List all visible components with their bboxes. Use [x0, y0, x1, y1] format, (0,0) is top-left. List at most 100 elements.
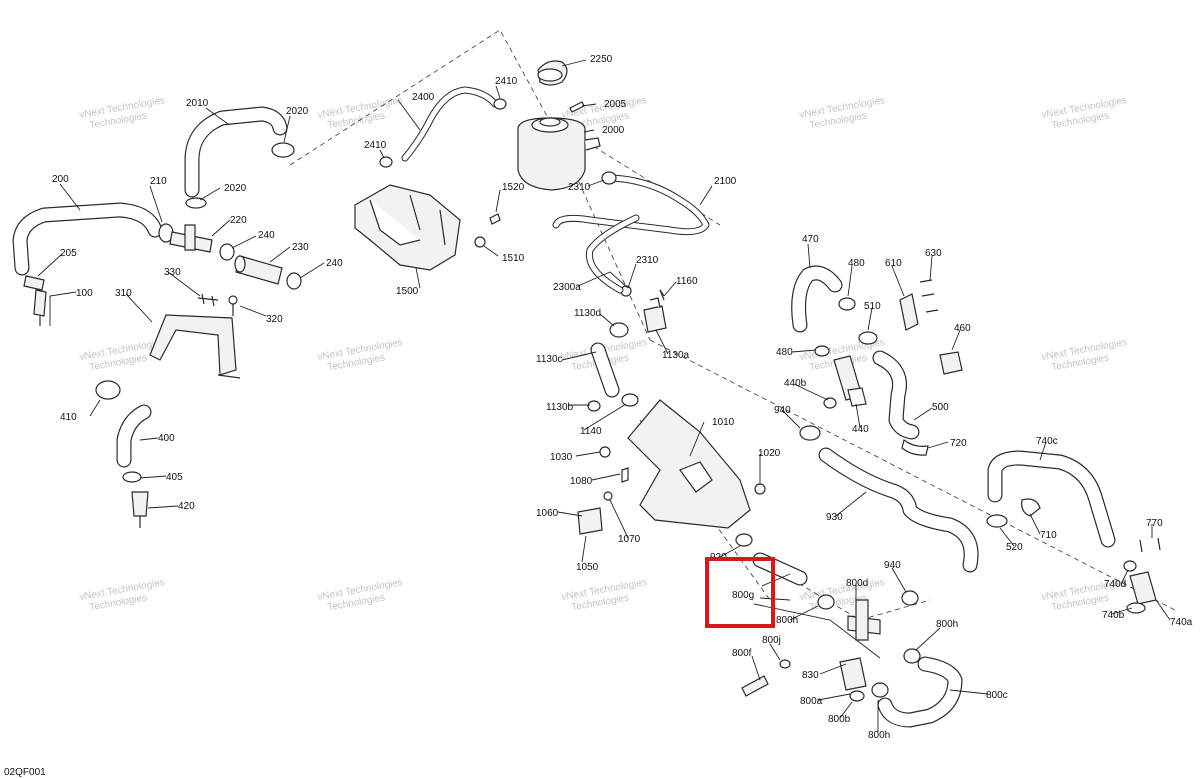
- label-800h-left: 800h: [776, 615, 798, 626]
- part-740c-hose[interactable]: [987, 450, 1116, 548]
- label-1070: 1070: [618, 534, 641, 545]
- label-1130a: 1130a: [662, 350, 690, 361]
- label-720: 720: [950, 438, 967, 449]
- label-510: 510: [864, 301, 881, 312]
- part-800d-tee[interactable]: [847, 599, 881, 641]
- label-800c: 800c: [986, 690, 1008, 701]
- label-205: 205: [60, 248, 77, 259]
- part-710-clamp[interactable]: [1021, 498, 1041, 517]
- part-800h-clamps[interactable]: [817, 594, 921, 698]
- label-800g: 800g: [732, 590, 754, 601]
- label-1500: 1500: [396, 286, 419, 297]
- label-410: 410: [60, 412, 77, 423]
- part-405-clamp[interactable]: [122, 471, 142, 483]
- part-1140-clamp[interactable]: [621, 393, 639, 407]
- label-220: 220: [230, 215, 247, 226]
- label-420: 420: [178, 501, 195, 512]
- part-1080-bolt[interactable]: [621, 467, 629, 483]
- part-2020-clamps[interactable]: [185, 142, 295, 209]
- part-1520-bolt[interactable]: [489, 213, 501, 225]
- part-720-clamp[interactable]: [901, 438, 929, 456]
- assembly-lines: [289, 29, 1176, 621]
- label-440: 440: [852, 424, 869, 435]
- label-2410-top: 2410: [495, 76, 518, 87]
- label-320: 320: [266, 314, 283, 325]
- part-1020-nut[interactable]: [754, 483, 766, 495]
- part-480-clamps[interactable]: [814, 297, 856, 357]
- part-310-bracket[interactable]: [149, 314, 241, 379]
- part-1130c-hose[interactable]: [590, 342, 620, 398]
- part-1070-washer[interactable]: [603, 491, 613, 501]
- part-940-clamps[interactable]: [799, 425, 919, 606]
- part-1510-nut[interactable]: [474, 236, 486, 248]
- part-410-clamp[interactable]: [95, 380, 121, 400]
- part-630-bolts[interactable]: [919, 279, 939, 313]
- part-740d-oring[interactable]: [1123, 560, 1137, 572]
- part-2000-expansion-tank[interactable]: [517, 117, 601, 191]
- part-740b-oring[interactable]: [1126, 602, 1146, 614]
- part-470-hose[interactable]: [791, 265, 843, 333]
- diagram-code: 02QF001: [4, 767, 46, 778]
- part-800c-hose[interactable]: [877, 656, 963, 728]
- part-1130b-clamp[interactable]: [587, 400, 601, 412]
- part-2410-clamps[interactable]: [379, 98, 507, 168]
- part-2250-cap[interactable]: [537, 60, 568, 86]
- part-205-100-sensor[interactable]: [23, 275, 47, 326]
- part-930-hose[interactable]: [818, 447, 979, 573]
- label-770: 770: [1146, 518, 1163, 529]
- label-710: 710: [1040, 530, 1057, 541]
- label-740d: 740d: [1104, 579, 1126, 590]
- part-1030-nut[interactable]: [599, 446, 611, 458]
- part-220-tee-fitting[interactable]: [169, 224, 213, 253]
- part-1010-panel[interactable]: [627, 399, 751, 529]
- part-2400-hose[interactable]: [401, 86, 499, 162]
- label-2005: 2005: [604, 99, 627, 110]
- part-420-sensor[interactable]: [131, 491, 149, 528]
- part-200-hose[interactable]: [12, 202, 163, 276]
- part-510-clamp[interactable]: [858, 331, 878, 345]
- part-320-bolt[interactable]: [228, 295, 238, 316]
- label-1130d: 1130d: [574, 308, 601, 319]
- part-800b-oring[interactable]: [849, 690, 865, 702]
- label-1130b: 1130b: [546, 402, 574, 413]
- part-920-clamp[interactable]: [735, 533, 753, 547]
- highlight-box: [705, 557, 775, 628]
- part-440-fitting[interactable]: [833, 355, 867, 407]
- part-230-tube[interactable]: [234, 255, 283, 285]
- part-400-hose[interactable]: [116, 404, 152, 468]
- part-500-hose[interactable]: [872, 350, 920, 440]
- part-1060-clip[interactable]: [577, 507, 603, 535]
- part-460-sensor[interactable]: [939, 351, 963, 375]
- part-1130a-fitting[interactable]: [643, 289, 667, 333]
- label-310: 310: [115, 288, 132, 299]
- part-800g-hose[interactable]: [752, 552, 808, 586]
- part-830-fitting[interactable]: [839, 657, 867, 691]
- part-740a-fitting[interactable]: [1129, 571, 1157, 605]
- part-800j-oring[interactable]: [779, 659, 791, 669]
- label-2410-left: 2410: [364, 140, 387, 151]
- label-1080: 1080: [570, 476, 593, 487]
- part-800f-sensor[interactable]: [741, 675, 769, 697]
- label-740c: 740c: [1036, 436, 1058, 447]
- part-2300a-hose[interactable]: [585, 214, 640, 294]
- part-1160-screw[interactable]: [659, 289, 665, 301]
- part-2010-hose[interactable]: [184, 106, 288, 198]
- part-330-fasteners[interactable]: [197, 293, 219, 307]
- part-440b-oring[interactable]: [823, 397, 837, 409]
- part-1500-bracket-assembly[interactable]: [354, 184, 461, 271]
- label-1510: 1510: [502, 253, 525, 264]
- label-200: 200: [52, 174, 69, 185]
- label-405: 405: [166, 472, 183, 483]
- part-770-screws[interactable]: [1139, 537, 1161, 553]
- part-520-clamp[interactable]: [986, 514, 1008, 528]
- part-1130d-clamp[interactable]: [609, 322, 629, 338]
- part-2100-hose[interactable]: [552, 174, 710, 236]
- label-230: 230: [292, 242, 309, 253]
- part-240-clamps[interactable]: [219, 243, 302, 290]
- label-2000: 2000: [602, 125, 625, 136]
- label-800a: 800a: [800, 696, 823, 707]
- label-480-left: 480: [776, 347, 793, 358]
- part-610-thermostat-housing[interactable]: [899, 293, 919, 331]
- label-800d: 800d: [846, 578, 868, 589]
